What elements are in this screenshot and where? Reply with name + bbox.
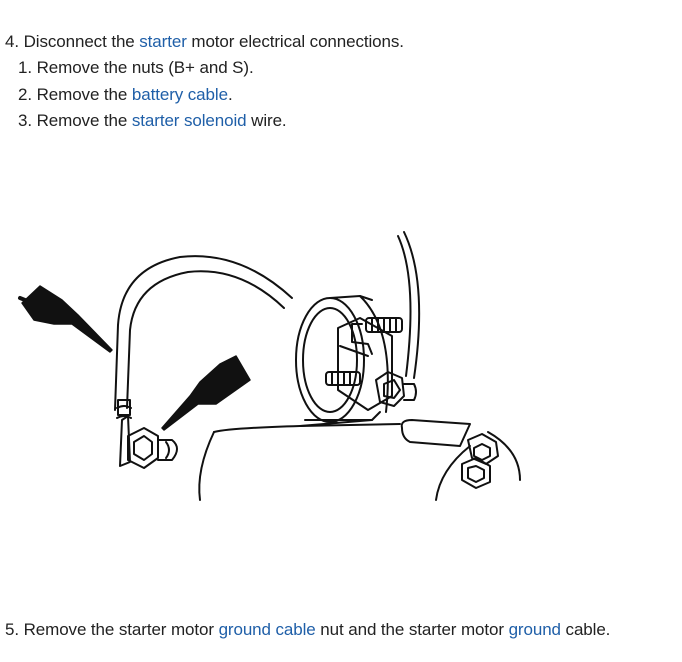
step-5-suffix: cable. xyxy=(560,620,611,639)
substep-2-prefix: 2. Remove the xyxy=(18,85,132,104)
battery-terminal-stud xyxy=(351,317,403,355)
step-5-prefix: 5. Remove the starter motor xyxy=(5,620,219,639)
housing-bolt xyxy=(461,433,499,489)
step-4-suffix: motor electrical connections. xyxy=(186,32,404,51)
step-5-middle: nut and the starter motor xyxy=(315,620,509,639)
substep-2: 2. Remove the battery cable. xyxy=(18,85,233,105)
arrow-pointer-icon xyxy=(18,285,113,353)
substep-1: 1. Remove the nuts (B+ and S). xyxy=(18,58,254,77)
substep-3-prefix: 3. Remove the xyxy=(18,111,132,130)
starter-link[interactable]: starter xyxy=(139,32,187,51)
solenoid-terminal-stud xyxy=(325,371,361,386)
starter-solenoid-link[interactable]: starter solenoid xyxy=(131,111,247,130)
step-4-prefix: 4. Disconnect the xyxy=(5,32,140,51)
ground-link[interactable]: ground xyxy=(508,620,561,639)
battery-cable-link[interactable]: battery cable xyxy=(131,85,228,104)
battery-cable-drawing xyxy=(114,255,293,419)
starter-motor-illustration xyxy=(18,231,521,501)
ground-cable-link[interactable]: ground cable xyxy=(218,620,316,639)
substep-2-suffix: . xyxy=(227,85,233,104)
arrow-pointer-icon xyxy=(161,355,251,431)
step-4: 4. Disconnect the starter motor electric… xyxy=(5,32,404,52)
ground-terminal-nut xyxy=(119,415,178,469)
solenoid-nut xyxy=(375,371,417,407)
step-5: 5. Remove the starter motor ground cable… xyxy=(5,620,610,640)
solenoid-wire-drawing xyxy=(397,231,421,379)
starter-housing-drawing xyxy=(198,419,521,501)
solenoid-body-drawing xyxy=(295,295,393,423)
substep-3: 3. Remove the starter solenoid wire. xyxy=(18,111,287,131)
substep-3-suffix: wire. xyxy=(246,111,287,130)
